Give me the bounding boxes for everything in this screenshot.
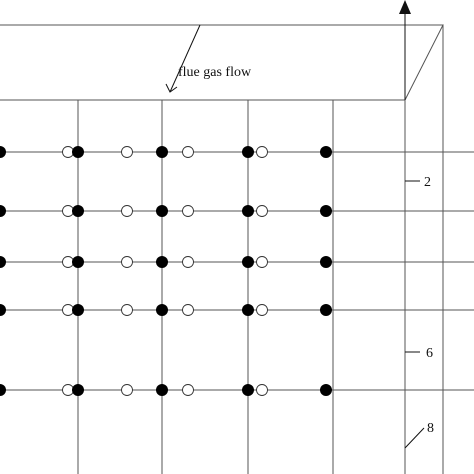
- tick-label-2: 2: [424, 175, 431, 190]
- filled-point-r2-c2: [72, 205, 84, 217]
- filled-point-r5-c5: [320, 384, 332, 396]
- open-point-r5-c2: [121, 384, 133, 396]
- side-ticks: 2 6 8: [404, 175, 434, 449]
- duct-top-back-edge: [0, 24, 444, 101]
- open-point-r5-c1: [62, 384, 74, 396]
- filled-point-r1-c4: [242, 146, 254, 158]
- flow-pointer-arrowhead-icon: [165, 83, 178, 93]
- open-point-r4-c1: [62, 304, 74, 316]
- open-point-r1-c2: [121, 146, 133, 158]
- filled-point-r4-c4: [242, 304, 254, 316]
- open-point-r1-c1: [62, 146, 74, 158]
- filled-point-r3-c1: [0, 256, 6, 268]
- duct-outline: [0, 24, 444, 474]
- open-point-r3-c3: [182, 256, 194, 268]
- filled-point-r5-c3: [156, 384, 168, 396]
- filled-point-r3-c5: [320, 256, 332, 268]
- filled-point-r1-c3: [156, 146, 168, 158]
- open-point-r1-c4: [256, 146, 268, 158]
- vertical-axis: [399, 0, 411, 100]
- filled-point-r1-c1: [0, 146, 6, 158]
- filled-point-r5-c4: [242, 384, 254, 396]
- filled-point-r2-c4: [242, 205, 254, 217]
- tick-8-diagonal: [404, 427, 425, 449]
- filled-point-r3-c2: [72, 256, 84, 268]
- tick-label-8: 8: [427, 421, 434, 436]
- flow-pointer-line: [169, 24, 201, 93]
- tick-label-6: 6: [426, 346, 433, 361]
- open-point-r3-c2: [121, 256, 133, 268]
- filled-point-r4-c2: [72, 304, 84, 316]
- open-point-r2-c2: [121, 205, 133, 217]
- open-point-r4-c2: [121, 304, 133, 316]
- filled-point-r1-c2: [72, 146, 84, 158]
- flow-label: flue gas flow: [178, 65, 252, 80]
- filled-point-r2-c3: [156, 205, 168, 217]
- filled-point-r4-c1: [0, 304, 6, 316]
- filled-point-r4-c3: [156, 304, 168, 316]
- open-point-r3-c4: [256, 256, 268, 268]
- filled-point-r2-c1: [0, 205, 6, 217]
- filled-point-r4-c5: [320, 304, 332, 316]
- open-point-r5-c3: [182, 384, 194, 396]
- filled-point-r2-c5: [320, 205, 332, 217]
- flow-annotation: flue gas flow: [165, 24, 252, 93]
- filled-point-r5-c1: [0, 384, 6, 396]
- open-point-r4-c3: [182, 304, 194, 316]
- filled-point-r1-c5: [320, 146, 332, 158]
- open-point-r4-c4: [256, 304, 268, 316]
- vertical-axis-arrowhead: [399, 0, 411, 14]
- open-point-r2-c1: [62, 205, 74, 217]
- open-point-r5-c4: [256, 384, 268, 396]
- filled-point-r5-c2: [72, 384, 84, 396]
- open-point-r3-c1: [62, 256, 74, 268]
- filled-point-r3-c4: [242, 256, 254, 268]
- open-point-r2-c4: [256, 205, 268, 217]
- open-point-r2-c3: [182, 205, 194, 217]
- measurement-points: [0, 146, 332, 396]
- open-point-r1-c3: [182, 146, 194, 158]
- filled-point-r3-c3: [156, 256, 168, 268]
